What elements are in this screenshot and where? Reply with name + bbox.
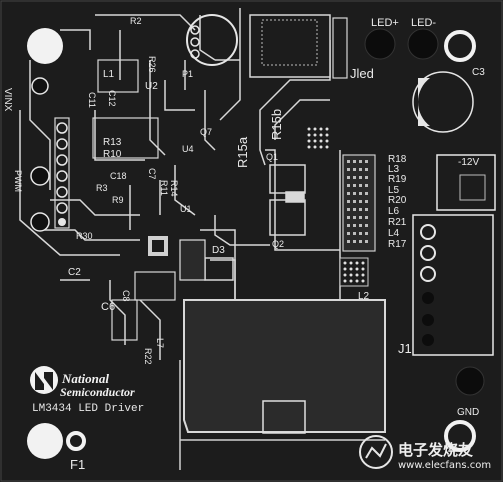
- left-header: [30, 77, 70, 232]
- label-c18: C18: [110, 171, 127, 181]
- elecfans-logo-icon: [359, 435, 393, 469]
- label-r30: R30: [76, 231, 93, 241]
- label-u4: U4: [182, 144, 194, 154]
- label-r15a: R15a: [235, 136, 250, 168]
- label-l1: L1: [103, 69, 115, 80]
- label-c6: C6: [101, 301, 116, 313]
- label-l6: L6: [388, 206, 400, 217]
- label-c7: C7: [147, 168, 157, 180]
- label-vinx: VINX: [2, 88, 13, 112]
- led-plus-terminal: [364, 28, 396, 60]
- label-c3: C3: [472, 67, 485, 78]
- label-r20: R20: [388, 195, 407, 206]
- c8-box: [134, 271, 176, 301]
- watermark-text: 电子发烧友: [398, 441, 474, 459]
- mounting-holes: [27, 28, 476, 459]
- label-r26: R26: [147, 56, 157, 73]
- c6-box: [111, 299, 138, 341]
- gnd-terminal: [455, 366, 485, 396]
- label-r22: R22: [143, 348, 153, 365]
- potentiometer-p1: [186, 14, 238, 66]
- label-l7: L7: [155, 338, 165, 349]
- l2-copper-plane: [179, 299, 386, 470]
- r13-r10-box: [92, 117, 159, 159]
- label-r3: R3: [96, 183, 108, 193]
- label-q2: Q2: [272, 239, 285, 249]
- label-q1: Q1: [266, 152, 279, 162]
- capacitor-c3: [412, 71, 474, 133]
- label-jled: Jled: [350, 66, 374, 81]
- label-d3: D3: [212, 245, 225, 256]
- label-r2: R2: [130, 16, 142, 26]
- label-c2: C2: [68, 267, 81, 278]
- resistor-inductor-array: [307, 127, 376, 287]
- label-r10: R10: [103, 149, 122, 160]
- label-r15b: R15b: [269, 108, 284, 140]
- label-l5: L5: [388, 185, 400, 196]
- board-title: LM3434 LED Driver: [32, 403, 145, 415]
- label-pwm: PWM: [13, 170, 23, 192]
- brand-line2: Semiconductor: [60, 385, 135, 399]
- label-r13: R13: [103, 137, 122, 148]
- mosfet-q1-q2: [269, 164, 306, 236]
- label-r11: R11: [159, 180, 169, 196]
- label-led-minus: LED-: [411, 17, 437, 29]
- label-u1: U1: [180, 204, 192, 214]
- j1-connector: [412, 214, 494, 356]
- minus12v-connector: [436, 154, 496, 211]
- ic-u1: [148, 236, 168, 256]
- led-minus-terminal: [407, 28, 439, 60]
- label-minus12v: -12V: [458, 157, 480, 168]
- label-r9: R9: [112, 195, 124, 205]
- l1-box: [97, 59, 139, 93]
- jled-connector: [249, 14, 348, 79]
- label-gnd: GND: [457, 407, 480, 418]
- label-r14: R14: [169, 180, 179, 197]
- label-p1: P1: [182, 69, 194, 79]
- label-f1: F1: [70, 457, 86, 472]
- label-c11: C11: [87, 92, 97, 108]
- label-led-plus: LED+: [371, 17, 399, 29]
- u1-footprint: [179, 239, 206, 281]
- label-c8: C8: [121, 290, 131, 302]
- watermark-url: www.elecfans.com: [398, 460, 492, 471]
- label-q7: Q7: [200, 127, 213, 137]
- label-c12: C12: [107, 90, 117, 107]
- label-r19: R19: [388, 174, 407, 185]
- label-u2: U2: [145, 81, 158, 92]
- label-r17: R17: [388, 239, 407, 250]
- label-r21: R21: [388, 217, 407, 228]
- brand-line1: National: [62, 371, 109, 386]
- label-r18: R18: [388, 154, 407, 165]
- national-logo-icon: [30, 366, 58, 394]
- label-l3: L3: [388, 164, 400, 175]
- label-j1: J1: [398, 341, 412, 356]
- label-l4: L4: [388, 228, 400, 239]
- minus12v-inner: [459, 174, 486, 201]
- label-l2: L2: [358, 291, 370, 302]
